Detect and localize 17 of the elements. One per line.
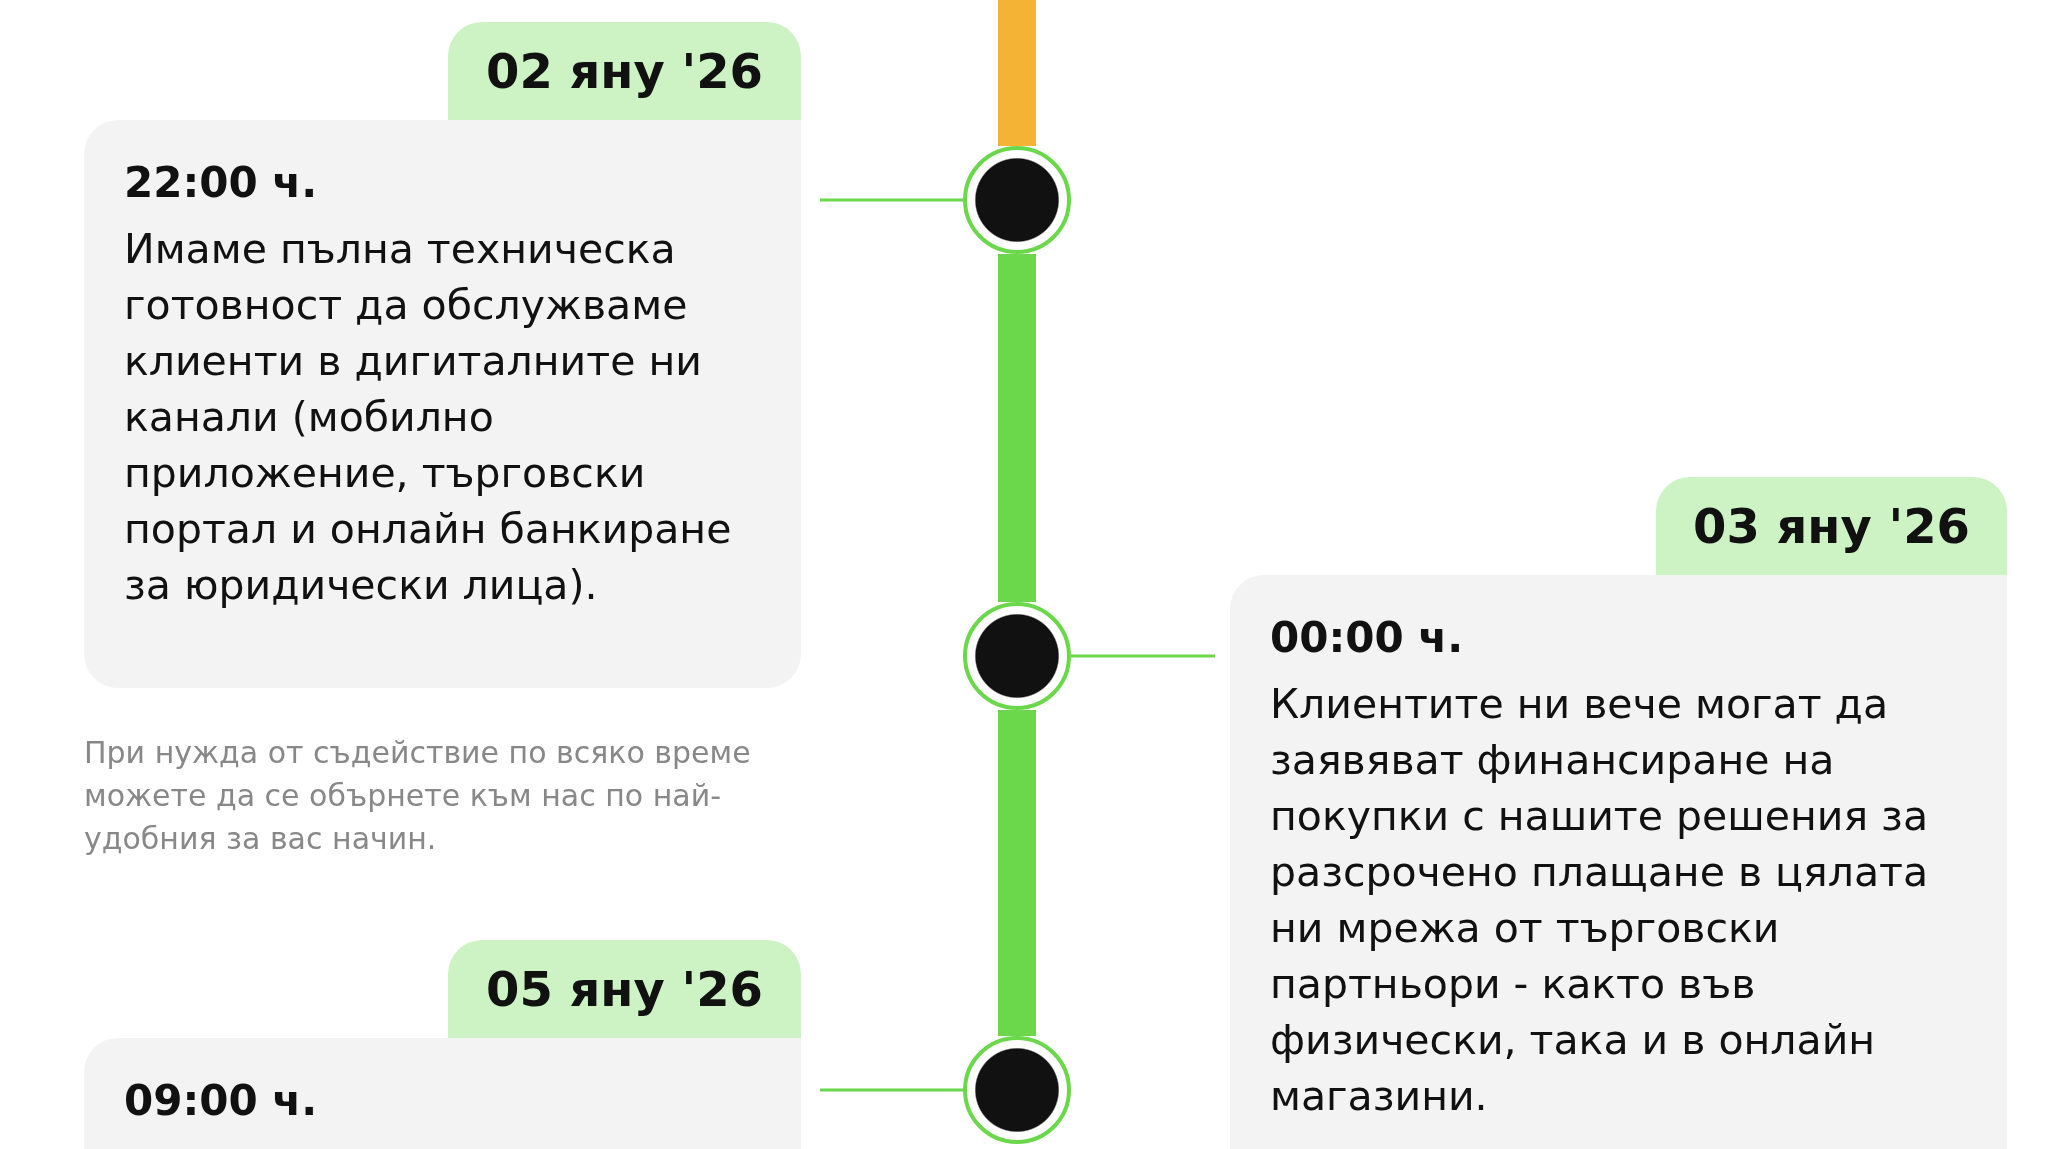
time-heading: 09:00 ч. (124, 1076, 319, 1125)
time-heading: 00:00 ч. (1270, 613, 1465, 662)
connector-line (1071, 654, 1215, 658)
date-tab: 05 яну '26 (448, 940, 801, 1038)
event-description: Имаме пълна техническа готовност да обслужваме клиенти в дигиталните ни канали (мобилно приложение, търговски портал и онлайн банкиране за юридически лица). (124, 224, 733, 611)
event-description: Клиентите ни вече могат да заявяват финансиране на покупки с нашите решения за разсрочено плащане в цялата ни мрежа от търговски партньори - както във физически, така и в онлайн магазини. (1270, 679, 1930, 1122)
time-heading: 22:00 ч. (124, 158, 319, 207)
timeline-line (998, 0, 1036, 146)
card-panel (1230, 575, 2007, 1149)
connector-line (820, 1088, 963, 1092)
note-text: При нужда от съдействие по всяко време можете да се обърнете към нас по най-удобния за вас начин. (84, 734, 752, 858)
connector-line (820, 198, 963, 202)
card-panel (84, 120, 801, 688)
timeline-line (998, 254, 1036, 602)
timeline-line (998, 710, 1036, 1036)
date-tab: 03 яну '26 (1656, 477, 2007, 575)
date-tab: 02 яну '26 (448, 22, 801, 120)
